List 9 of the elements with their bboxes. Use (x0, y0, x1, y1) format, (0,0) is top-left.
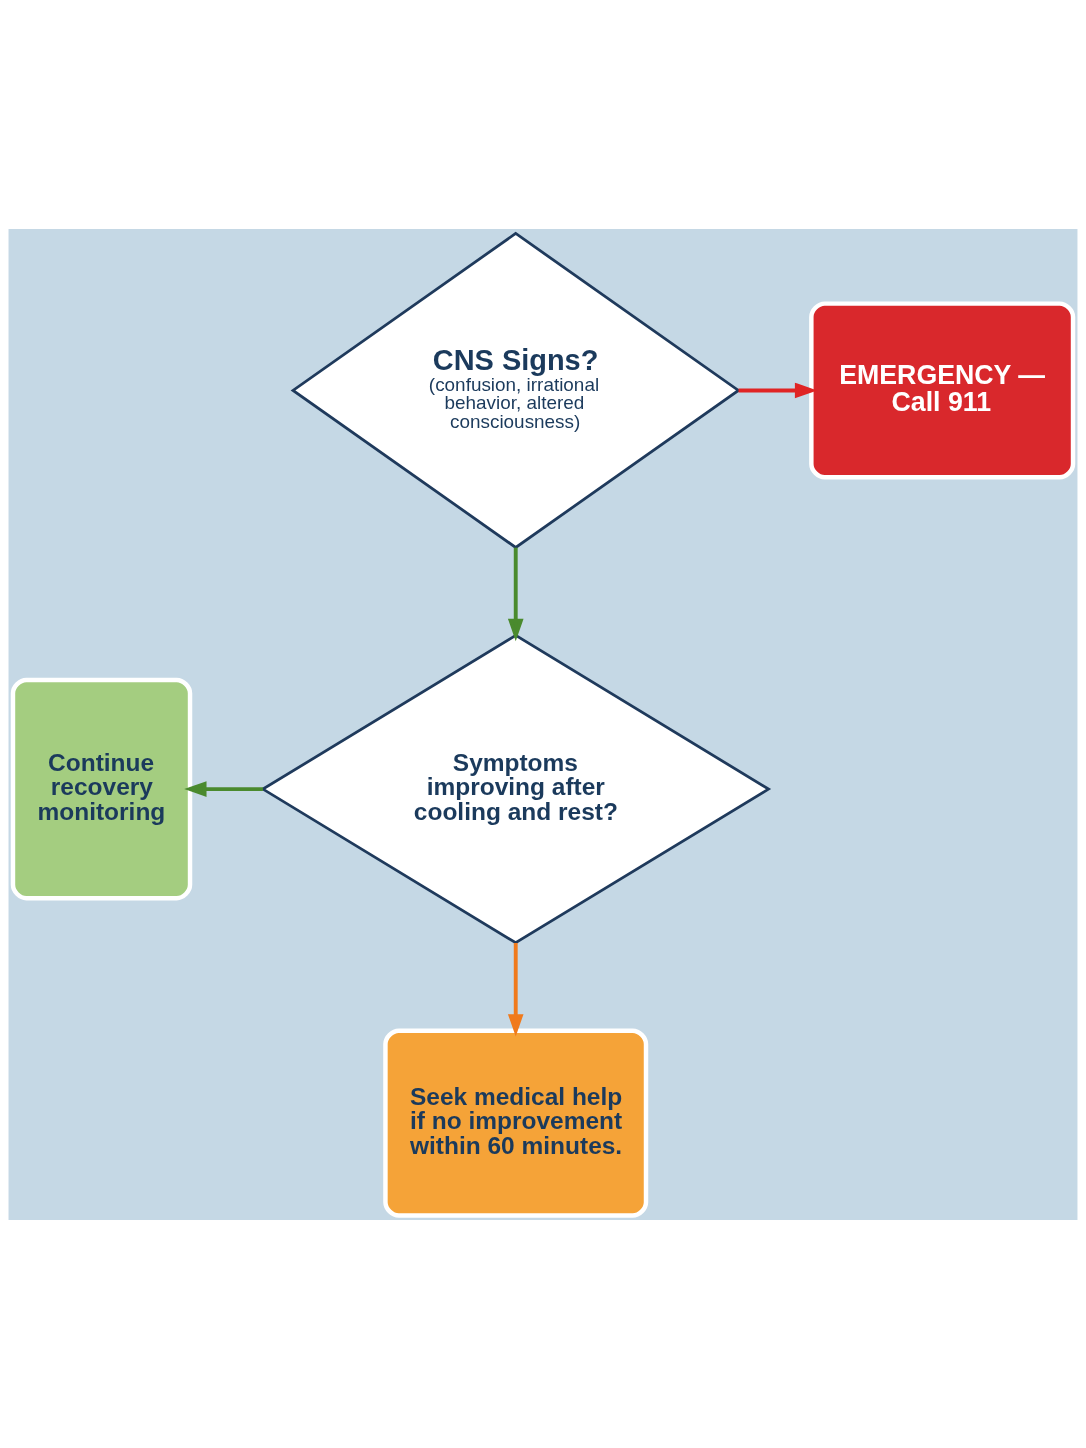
arrow (184, 780, 263, 797)
node-diamond: Symptoms improving after cooling and rest? (260, 633, 772, 944)
node-box: EMERGENCY — Call 911 (809, 300, 1076, 480)
node-diamond: CNS Signs? (confusion, irrational behavior, altered consciousness) (290, 231, 741, 549)
arrow (507, 547, 524, 641)
arrow (507, 942, 524, 1036)
node-box: Continue recovery monitoring (10, 677, 193, 900)
arrow (738, 382, 818, 398)
node-box: Seek medical help if no improvement within 60 minutes. (383, 1028, 649, 1218)
